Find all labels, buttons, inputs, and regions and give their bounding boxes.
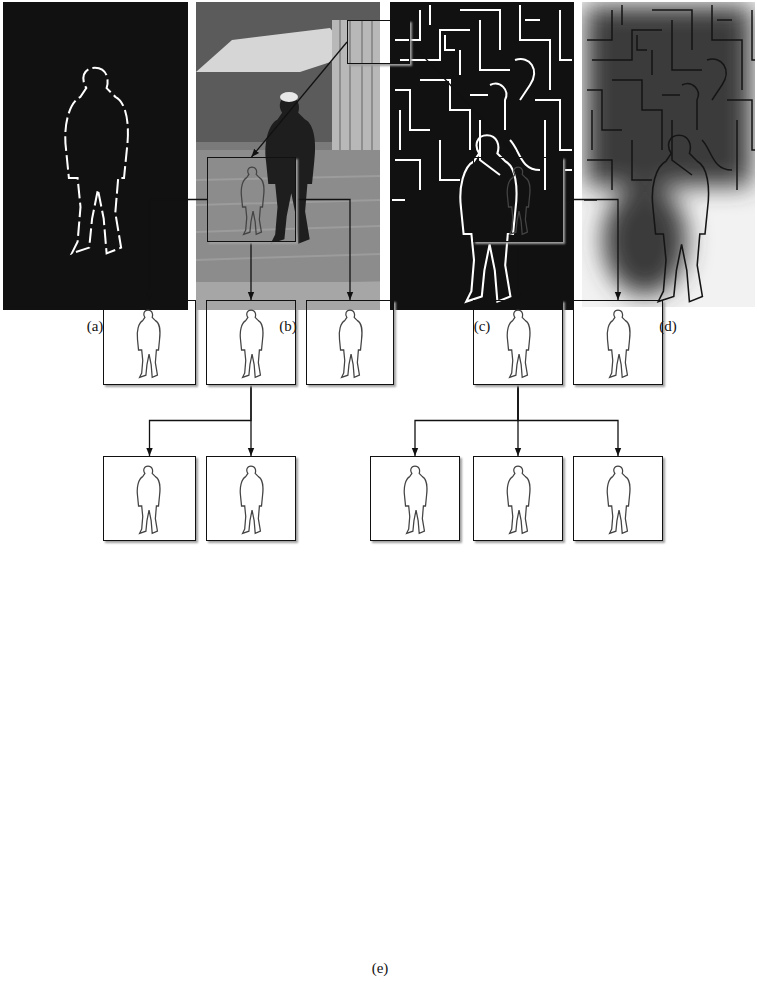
- edge-map-panel: [392, 5, 572, 200]
- exemplar-box: [370, 456, 460, 541]
- distance-transform-panel: [586, 6, 751, 186]
- panel-label: (b): [279, 318, 297, 335]
- edge-silhouette-panel: [65, 68, 128, 254]
- exemplar-box: [103, 300, 196, 385]
- silhouette-exemplars: [507, 310, 530, 377]
- tree-connector: [563, 200, 618, 301]
- exemplar-box: [103, 456, 196, 541]
- silhouette-exemplars: [137, 466, 160, 533]
- silhouette-exemplars: [240, 310, 263, 377]
- tree-connector: [250, 385, 251, 456]
- silhouette-exemplars: [137, 167, 630, 533]
- photo-panel: [196, 2, 380, 310]
- silhouette-exemplars: [607, 310, 630, 377]
- tree-connector: [250, 242, 251, 300]
- silhouette-exemplars: [240, 466, 263, 533]
- edge-map-panel: [460, 135, 516, 301]
- photo-panel: [196, 282, 380, 310]
- edge-silhouette-panel: [3, 2, 188, 310]
- photo-panel: [196, 2, 380, 310]
- silhouette-exemplars: [404, 466, 427, 533]
- photo-panel: [280, 92, 298, 102]
- panel-label: (c): [474, 318, 491, 335]
- root-box: [347, 20, 410, 64]
- tree-connector: [296, 200, 350, 301]
- tree-connector: [410, 42, 518, 157]
- tree-connector: [150, 385, 252, 456]
- panel-label: (a): [87, 318, 104, 335]
- tree-connector: [517, 242, 518, 300]
- exemplar-box: [473, 300, 563, 385]
- exemplar-box: [206, 300, 296, 385]
- exemplar-box: [573, 456, 663, 541]
- distance-transform-panel: [586, 6, 751, 295]
- exemplar-box: [473, 157, 563, 242]
- silhouette-exemplars: [607, 466, 630, 533]
- panel-label: (d): [659, 318, 677, 335]
- photo-panel: [196, 28, 352, 72]
- silhouette-exemplars: [507, 167, 530, 234]
- silhouette-exemplars: [137, 310, 160, 377]
- edge-silhouette-panel: [3, 2, 188, 310]
- silhouette-exemplars: [507, 466, 530, 533]
- distance-transform-panel: [582, 2, 755, 307]
- edge-map-panel: [390, 2, 574, 310]
- silhouette-exemplars: [339, 310, 362, 377]
- tree-connector: [150, 200, 208, 301]
- distance-transform-panel: [582, 2, 755, 307]
- photo-panel: [332, 20, 380, 160]
- exemplar-box: [573, 300, 663, 385]
- tree-connector: [518, 385, 618, 456]
- edge-map-panel: [392, 5, 572, 302]
- edge-map-panel: [390, 2, 574, 310]
- exemplar-box: [306, 300, 394, 385]
- distance-transform-panel: [584, 5, 755, 200]
- exemplar-box: [207, 157, 296, 242]
- tree-connector: [415, 385, 518, 456]
- distance-transform-panel: [603, 185, 687, 295]
- photo-panel: [340, 20, 372, 160]
- photo-panel: [265, 97, 315, 244]
- silhouette-exemplars: [241, 167, 264, 234]
- panel-label: (e): [372, 960, 389, 977]
- exemplar-box: [473, 456, 563, 541]
- tree-connector: [252, 42, 348, 157]
- exemplar-box: [206, 456, 296, 541]
- distance-transform-panel: [652, 135, 708, 301]
